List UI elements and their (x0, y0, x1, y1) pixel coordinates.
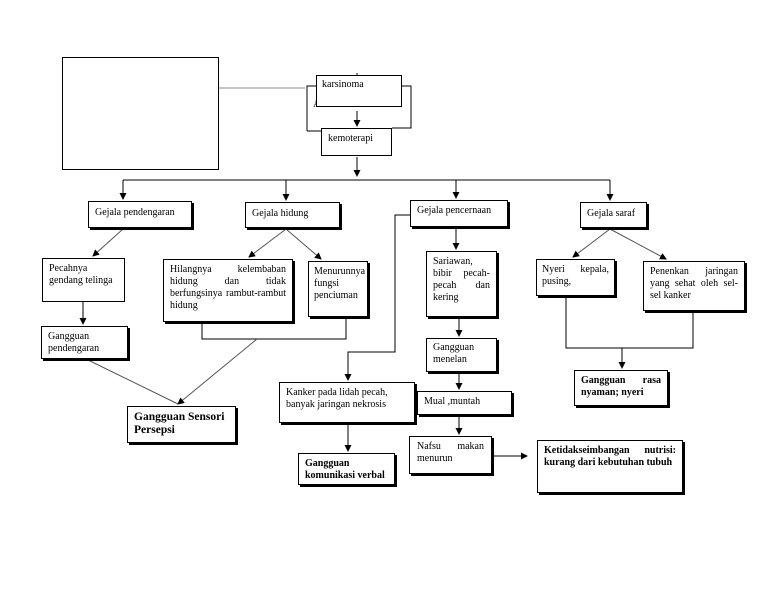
karsinoma-node: karsinoma (316, 75, 402, 107)
hilangnya-kelembaban-node: Hilangnya kelembaban hidung dan tidak be… (163, 259, 293, 322)
line-pendengaran-to-sensori (87, 359, 179, 405)
arrow-hidung-to-sensori (177, 338, 258, 405)
menurunnya-fungsi-node: Menurunnya fungsi penciuman (308, 261, 368, 317)
gangguan-komunikasi-node: Gangguan komunikasi verbal (298, 453, 395, 485)
mual-muntah-node: Mual ,muntah (417, 391, 512, 415)
bracket-hidung (201, 317, 347, 340)
arrow-to-pecahnya (92, 228, 124, 257)
arrow-to-penekanan (609, 228, 667, 260)
gangguan-pendengaran-node: Gangguan pendengaran (41, 326, 128, 359)
penekanan-jaringan-node: Penenkan jaringan yang sehat oleh sel-se… (643, 261, 745, 311)
sariawan-node: Sariawan, bibir pecah-pecah dan kering (426, 251, 497, 317)
nyeri-kepala-node: Nyeri kepala, pusing, (536, 259, 615, 296)
gejala-pencernaan-node: Gejala pencernaan (410, 200, 508, 227)
kanker-lidah-node: Kanker pada lidah pecah, banyak jaringan… (279, 382, 415, 423)
arrow-to-hilangnya (248, 228, 287, 258)
connector-abnormal-right (392, 85, 412, 129)
gangguan-rasa-nyaman-node: Gangguan rasa nyaman; nyeri (574, 370, 668, 406)
bracket-saraf (565, 297, 694, 349)
empty-box (62, 57, 219, 170)
kemoterapi-node: kemoterapi (321, 128, 392, 156)
gangguan-sensori-node: Gangguan Sensori Persepsi (127, 406, 236, 443)
ketidakseimbangan-nutrisi-node: Ketidakseimbangan nutrisi: kurang dari k… (537, 440, 683, 493)
arrow-to-nyeri (572, 228, 611, 258)
gejala-pendengaran-node: Gejala pendengaran (88, 201, 192, 228)
arrow-to-kanker-lidah (344, 214, 410, 381)
gejala-saraf-node: Gejala saraf (580, 202, 647, 228)
arrow-to-menurunnya (285, 228, 322, 260)
gangguan-menelan-node: Gangguan menelan (426, 338, 497, 372)
gejala-hidung-node: Gejala hidung (245, 202, 340, 228)
nafsu-makan-node: Nafsu makan menurun (409, 436, 492, 474)
pecahnya-gendang-node: Pecahnya gendang telinga (42, 258, 125, 302)
